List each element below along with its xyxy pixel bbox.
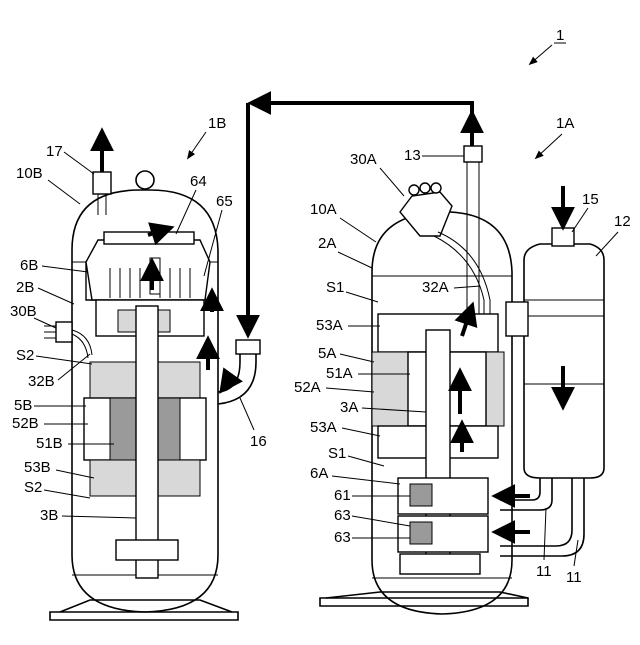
compressor-1a [320,114,530,614]
label-16: 16 [250,433,267,450]
label-5b: 5B [14,397,32,414]
wire-32b [72,330,92,358]
suction-pipe-11b-outer [500,478,572,546]
accumulator-12 [500,186,604,556]
discharge-pipe-13 [464,146,482,162]
leader-6a [332,476,400,484]
label-61: 61 [334,487,351,504]
suction-pipe-16-outer [218,352,240,392]
terminal-30a-pin3 [431,183,441,193]
label-1a: 1A [556,115,574,132]
leader-1a [536,134,562,158]
leader-16 [240,398,254,430]
label-5a: 5A [318,345,336,362]
label-64: 64 [190,173,207,190]
label-32b: 32B [28,373,55,390]
leader-12 [596,232,618,256]
label-2a: 2A [318,235,336,252]
label-10a: 10A [310,201,337,218]
label-2b: 2B [16,279,34,296]
base-a [320,598,528,606]
label-51a: 51A [326,365,353,382]
crankshaft-3b [136,306,158,578]
label-6a: 6A [310,465,328,482]
terminal-30b [56,322,72,342]
roller-upper [410,484,432,506]
label-1b: 1B [208,115,226,132]
label-52a: 52A [294,379,321,396]
label-11-right: 11 [566,569,582,586]
scroll-upper [86,240,210,300]
label-3a: 3A [340,399,358,416]
label-32a: 32A [422,279,449,296]
terminal-30a-pin2 [420,183,430,193]
accumulator-bracket [506,302,528,336]
label-52b: 52B [12,415,39,432]
leader-30a [380,168,404,196]
label-13: 13 [404,147,421,164]
label-53b: 53B [24,459,51,476]
terminal-30a-pin1 [409,185,419,195]
label-6b: 6B [20,257,38,274]
leader-17 [64,152,94,174]
leader-s2-upper [36,356,92,364]
label-17: 17 [46,143,63,160]
leader-2b [38,288,74,304]
lifting-hook-b [136,171,154,189]
roller-lower [410,522,432,544]
leader-53a-lower [342,428,380,436]
label-15: 15 [582,191,599,208]
leader-6b [42,266,88,272]
label-53a-upper: 53A [316,317,343,334]
system-arrow [530,45,552,64]
label-10b: 10B [16,165,43,182]
leader-3b [62,516,136,518]
label-53a-lower: 53A [310,419,337,436]
leader-10b [48,180,80,204]
terminal-30a [400,192,452,236]
label-s1-lower: S1 [328,445,346,462]
discharge-pipe-17 [93,172,111,194]
leader-32b [58,354,90,380]
label-63-upper: 63 [334,507,351,524]
lower-bearing-b [116,540,178,560]
leader-52a [326,388,374,392]
base-b [50,612,238,620]
leader-15 [572,208,588,232]
connecting-line-top [252,103,472,150]
accumulator-inlet-15 [552,228,574,246]
label-s1-upper: S1 [326,279,344,296]
suction-fitting-16 [236,340,260,354]
label-12: 12 [614,213,631,230]
label-63-lower: 63 [334,529,351,546]
lower-bearing-a [400,554,480,574]
leader-53b [56,470,94,478]
label-s2-upper: S2 [16,347,34,364]
label-30b: 30B [10,303,37,320]
leader-11-left [544,508,546,560]
base-plate-b [60,600,232,612]
label-s2-lower: S2 [24,479,42,496]
leader-s2-lower [44,490,90,498]
leader-1b [188,132,206,158]
leader-2a [338,252,372,268]
leader-5a [340,354,374,362]
leader-10a [340,218,376,242]
label-11-left: 11 [536,563,552,580]
label-65: 65 [216,193,233,210]
label-30a: 30A [350,151,377,168]
leader-s1-upper [346,292,378,302]
label-51b: 51B [36,435,63,452]
leader-65 [204,210,222,276]
label-3b: 3B [40,507,58,524]
accumulator-shell [524,244,604,478]
system-label: 1 [556,27,564,44]
